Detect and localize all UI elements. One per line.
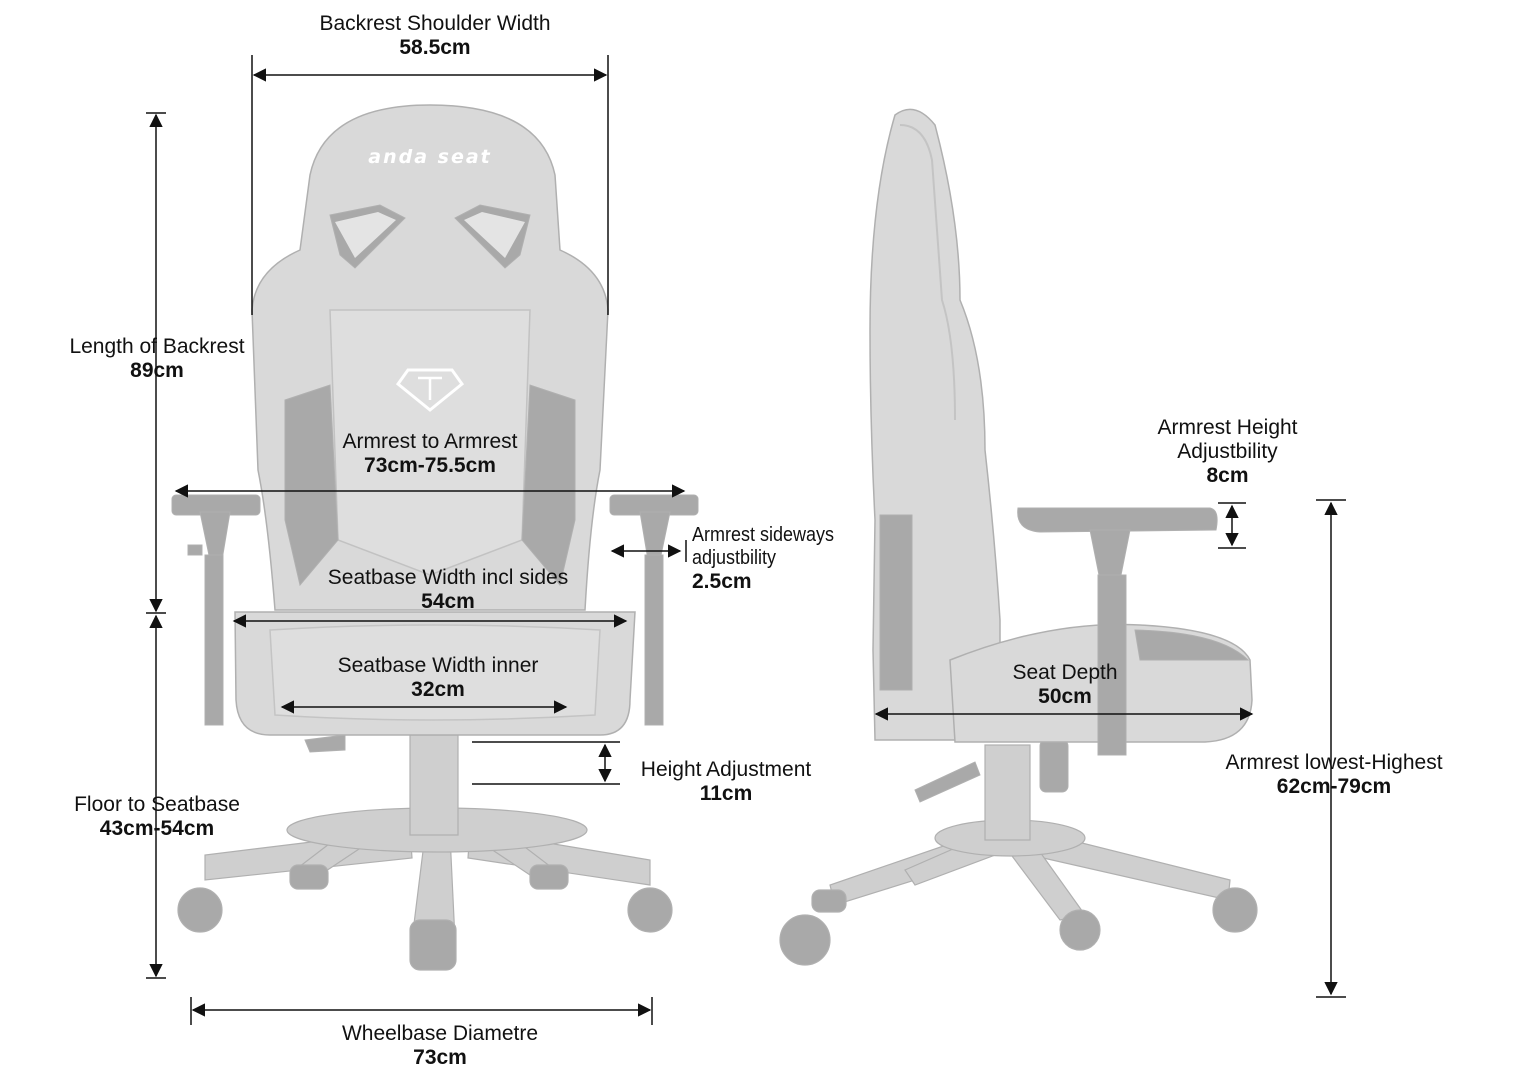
dimension-lines <box>146 55 1346 1025</box>
label-seatbase-width-inner: Seatbase Width inner 32cm <box>337 654 539 702</box>
label-backrest-shoulder-width: Backrest Shoulder Width 58.5cm <box>319 12 551 60</box>
side-lever <box>914 761 981 803</box>
label-seat-depth: Seat Depth 50cm <box>1012 661 1118 709</box>
diamond-logo-icon <box>395 368 465 412</box>
front-gas-cylinder <box>409 734 459 836</box>
label-floor-to-seatbase: Floor to Seatbase 43cm-54cm <box>74 793 240 841</box>
label-wheelbase-diametre: Wheelbase Diametre 73cm <box>341 1022 539 1070</box>
label-length-of-backrest: Length of Backrest 89cm <box>69 335 245 383</box>
front-chair-base <box>204 807 651 941</box>
side-armrest <box>1017 507 1218 756</box>
side-backrest-frame <box>879 514 913 691</box>
label-armrest-sideways: Armrest sideways adjustbility 2.5cm <box>692 524 835 593</box>
front-armrest-left <box>171 494 261 726</box>
side-knob <box>1039 739 1069 793</box>
label-armrest-lowest-highest: Armrest lowest-Highest 62cm-79cm <box>1225 751 1443 799</box>
brand-logo-text: anda seat <box>368 146 491 168</box>
label-height-adjustment: Height Adjustment 11cm <box>640 758 812 806</box>
front-chair: anda seat <box>171 104 699 971</box>
label-armrest-to-armrest: Armrest to Armrest 73cm-75.5cm <box>342 430 518 478</box>
label-seatbase-width-sides: Seatbase Width incl sides 54cm <box>327 566 569 614</box>
side-chair <box>779 108 1258 966</box>
front-center-panel <box>329 309 531 576</box>
front-lever <box>304 734 346 753</box>
front-chair-wheels <box>177 864 673 971</box>
side-gas-cylinder <box>984 744 1031 841</box>
label-armrest-height-adjustbility: Armrest Height Adjustbility 8cm <box>1157 416 1298 488</box>
side-chair-wheels <box>779 887 1258 966</box>
